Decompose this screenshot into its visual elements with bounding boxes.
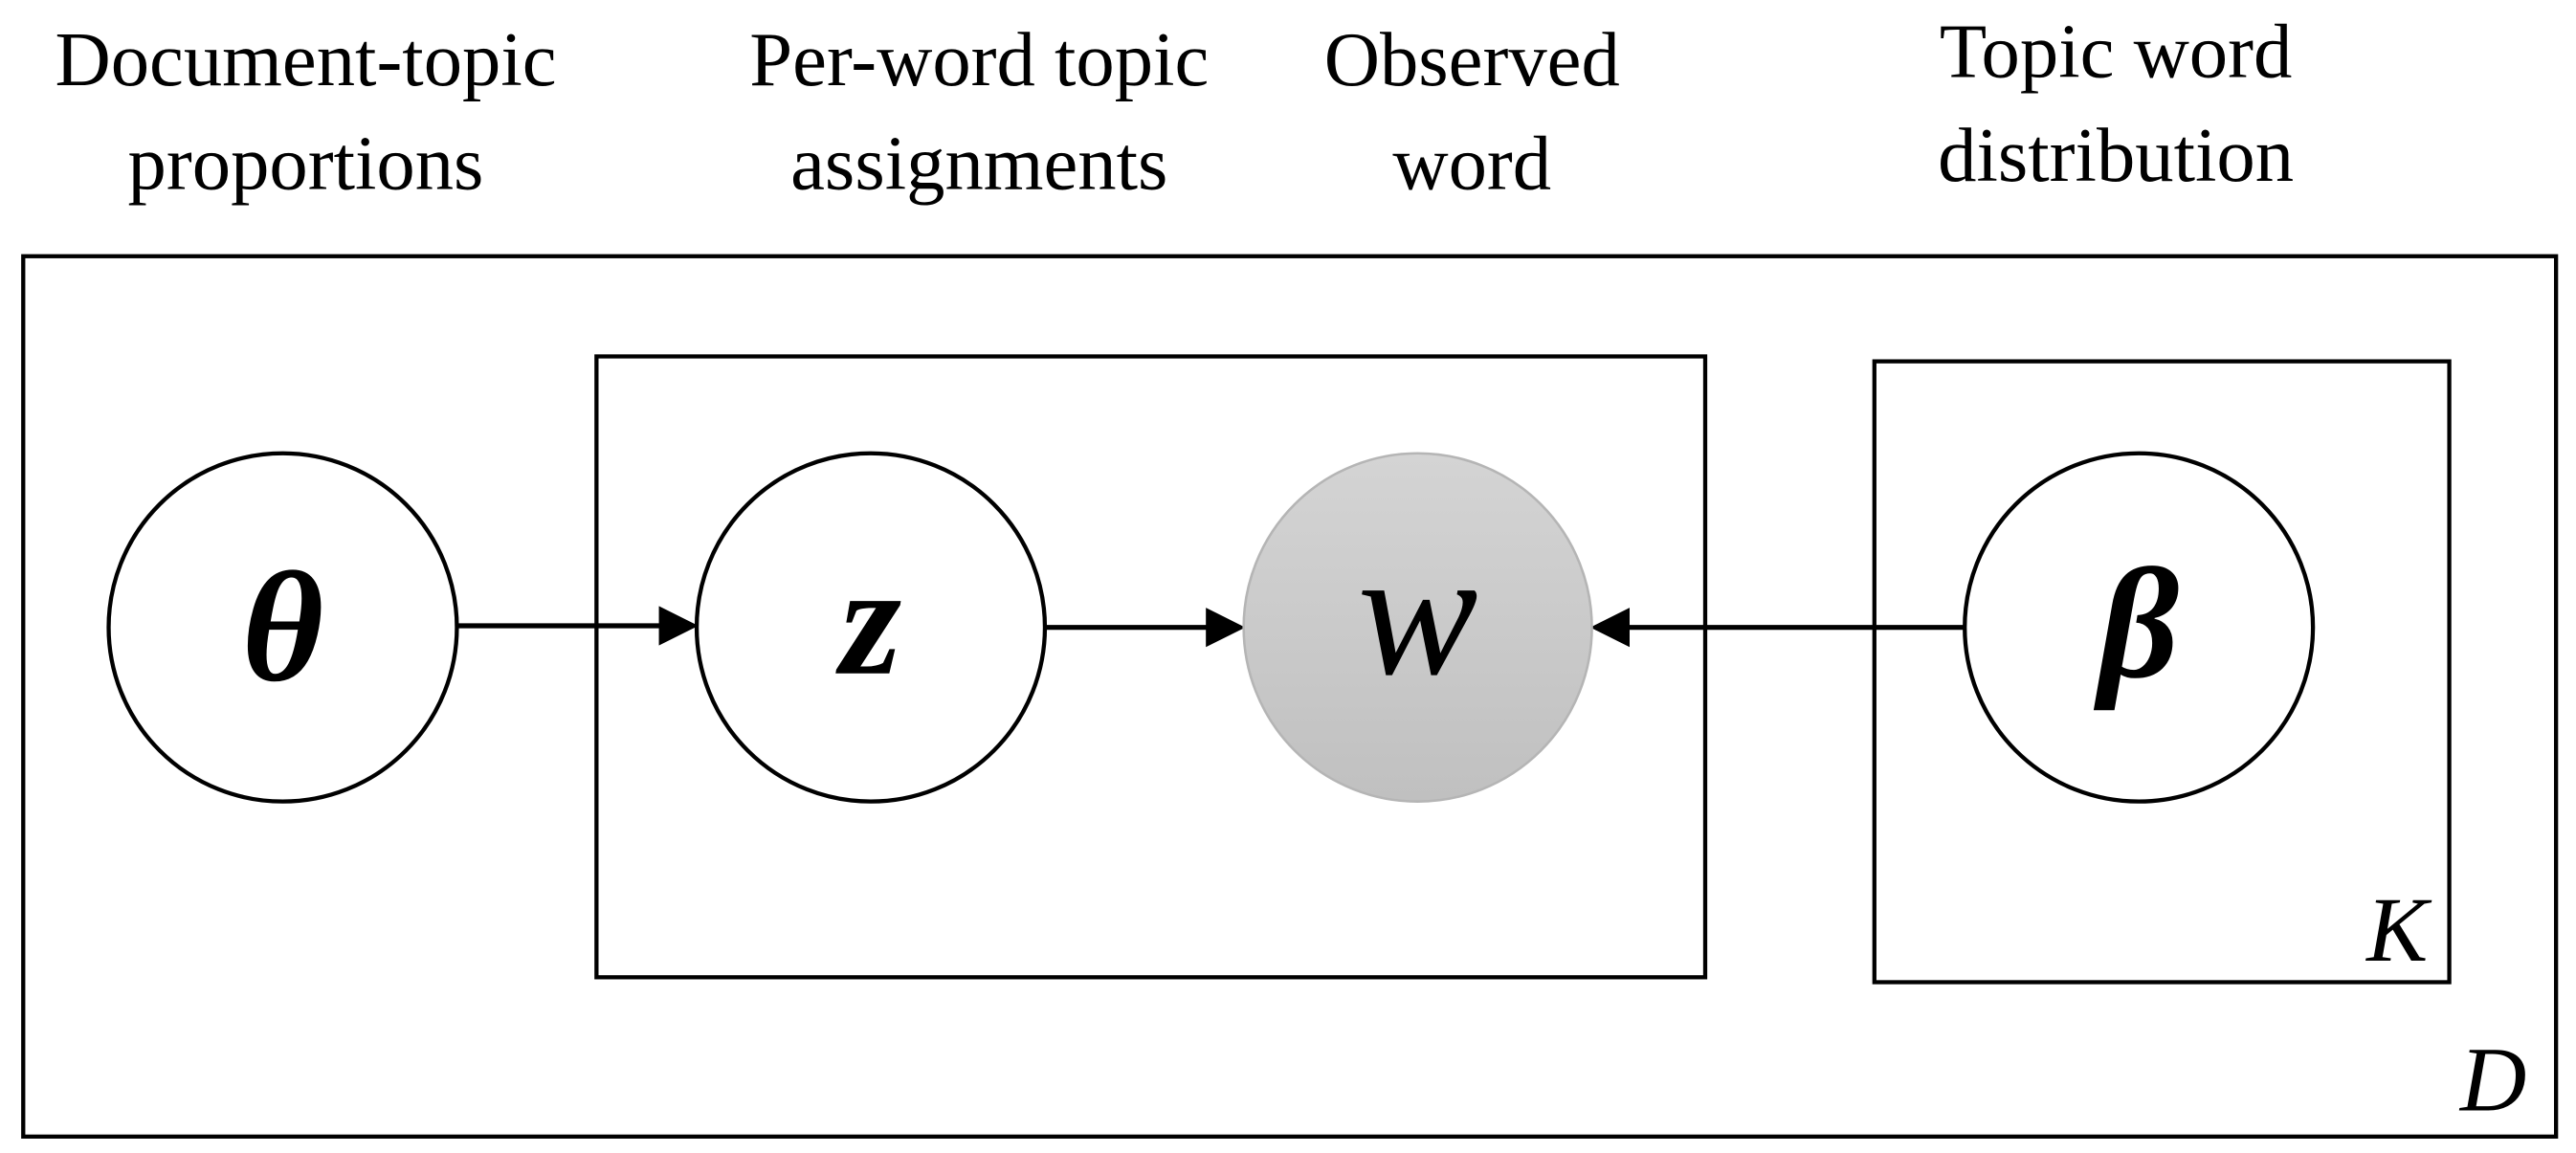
- node-theta: [106, 451, 459, 804]
- plate-words: [594, 354, 1708, 980]
- symbol-beta: β: [2093, 536, 2179, 711]
- label-topic-word-line2: distribution: [1938, 113, 2294, 198]
- label-observed-line1: Observed: [1324, 17, 1620, 102]
- symbol-z: z: [835, 533, 901, 708]
- plate-topics: [1872, 359, 2452, 985]
- node-beta: [1963, 451, 2316, 804]
- label-topic-word-line1: Topic word: [1940, 10, 2292, 95]
- plate-label-d: D: [2458, 1028, 2526, 1130]
- symbol-theta: θ: [242, 540, 324, 715]
- label-per-word-line2: assignments: [790, 121, 1167, 206]
- symbol-w: w: [1358, 513, 1478, 713]
- label-per-word-line1: Per-word topic: [749, 17, 1209, 102]
- node-z: [694, 451, 1048, 804]
- plate-label-k: K: [2365, 878, 2432, 981]
- node-w-observed: [1242, 452, 1593, 803]
- label-observed-line2: word: [1392, 121, 1551, 206]
- label-doc-topic-line1: Document-topic: [55, 17, 556, 102]
- label-doc-topic-line2: proportions: [128, 121, 484, 206]
- plate-documents: [21, 254, 2559, 1139]
